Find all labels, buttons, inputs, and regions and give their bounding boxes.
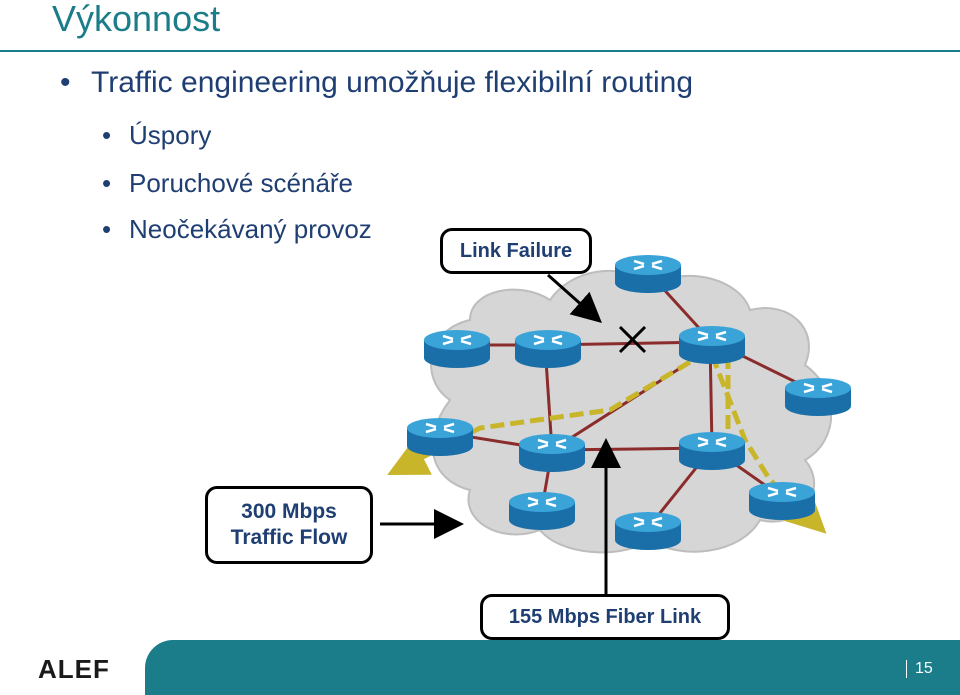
- bullet-dot-icon: •: [102, 168, 112, 198]
- slide-title: Výkonnost: [52, 0, 221, 39]
- fiber-link-label: 155 Mbps Fiber Link: [480, 594, 730, 640]
- footer-bar: [145, 640, 960, 695]
- link-failure-text: Link Failure: [459, 239, 573, 262]
- traffic-flow-label: 300 Mbps Traffic Flow: [205, 486, 373, 564]
- bullet-sub-3: • Neočekávaný provoz: [102, 214, 372, 245]
- bullet-dot-icon: •: [60, 66, 71, 99]
- traffic-flow-line1: 300 Mbps: [241, 500, 337, 523]
- bullet-sub-1: • Úspory: [102, 120, 211, 151]
- router-icon: [424, 330, 490, 368]
- router-icon: [785, 378, 851, 416]
- bullet-main-text: Traffic engineering umožňuje flexibilní …: [91, 66, 694, 99]
- bullet-dot-icon: •: [102, 120, 112, 150]
- router-icon: [615, 512, 681, 550]
- router-icon: [515, 330, 581, 368]
- traffic-flow-line2: Traffic Flow: [230, 526, 348, 549]
- router-icon: [509, 492, 575, 530]
- bullet-sub-3-text: Neočekávaný provoz: [129, 214, 372, 244]
- routers: [407, 255, 851, 550]
- router-icon: [679, 326, 745, 364]
- bullet-sub-1-text: Úspory: [129, 120, 212, 150]
- router-icon: [615, 255, 681, 293]
- fiber-link-text: 155 Mbps Fiber Link: [508, 605, 702, 628]
- bullet-sub-2: • Poruchové scénáře: [102, 168, 353, 199]
- router-icon: [749, 482, 815, 520]
- title-divider: [0, 50, 960, 52]
- alef-logo: ALEF: [38, 654, 110, 684]
- bullet-dot-icon: •: [102, 214, 112, 244]
- link-failure-label: Link Failure: [440, 228, 592, 274]
- router-icon: [407, 418, 473, 456]
- router-icon: [679, 432, 745, 470]
- link-failure-arrow-icon: [547, 273, 602, 323]
- bullet-sub-2-text: Poruchové scénáře: [129, 168, 354, 198]
- router-icon: [519, 434, 585, 472]
- page-number: 15: [906, 660, 933, 678]
- failure-x-icon: [618, 325, 647, 354]
- bullet-main: • Traffic engineering umožňuje flexibilní…: [60, 66, 693, 100]
